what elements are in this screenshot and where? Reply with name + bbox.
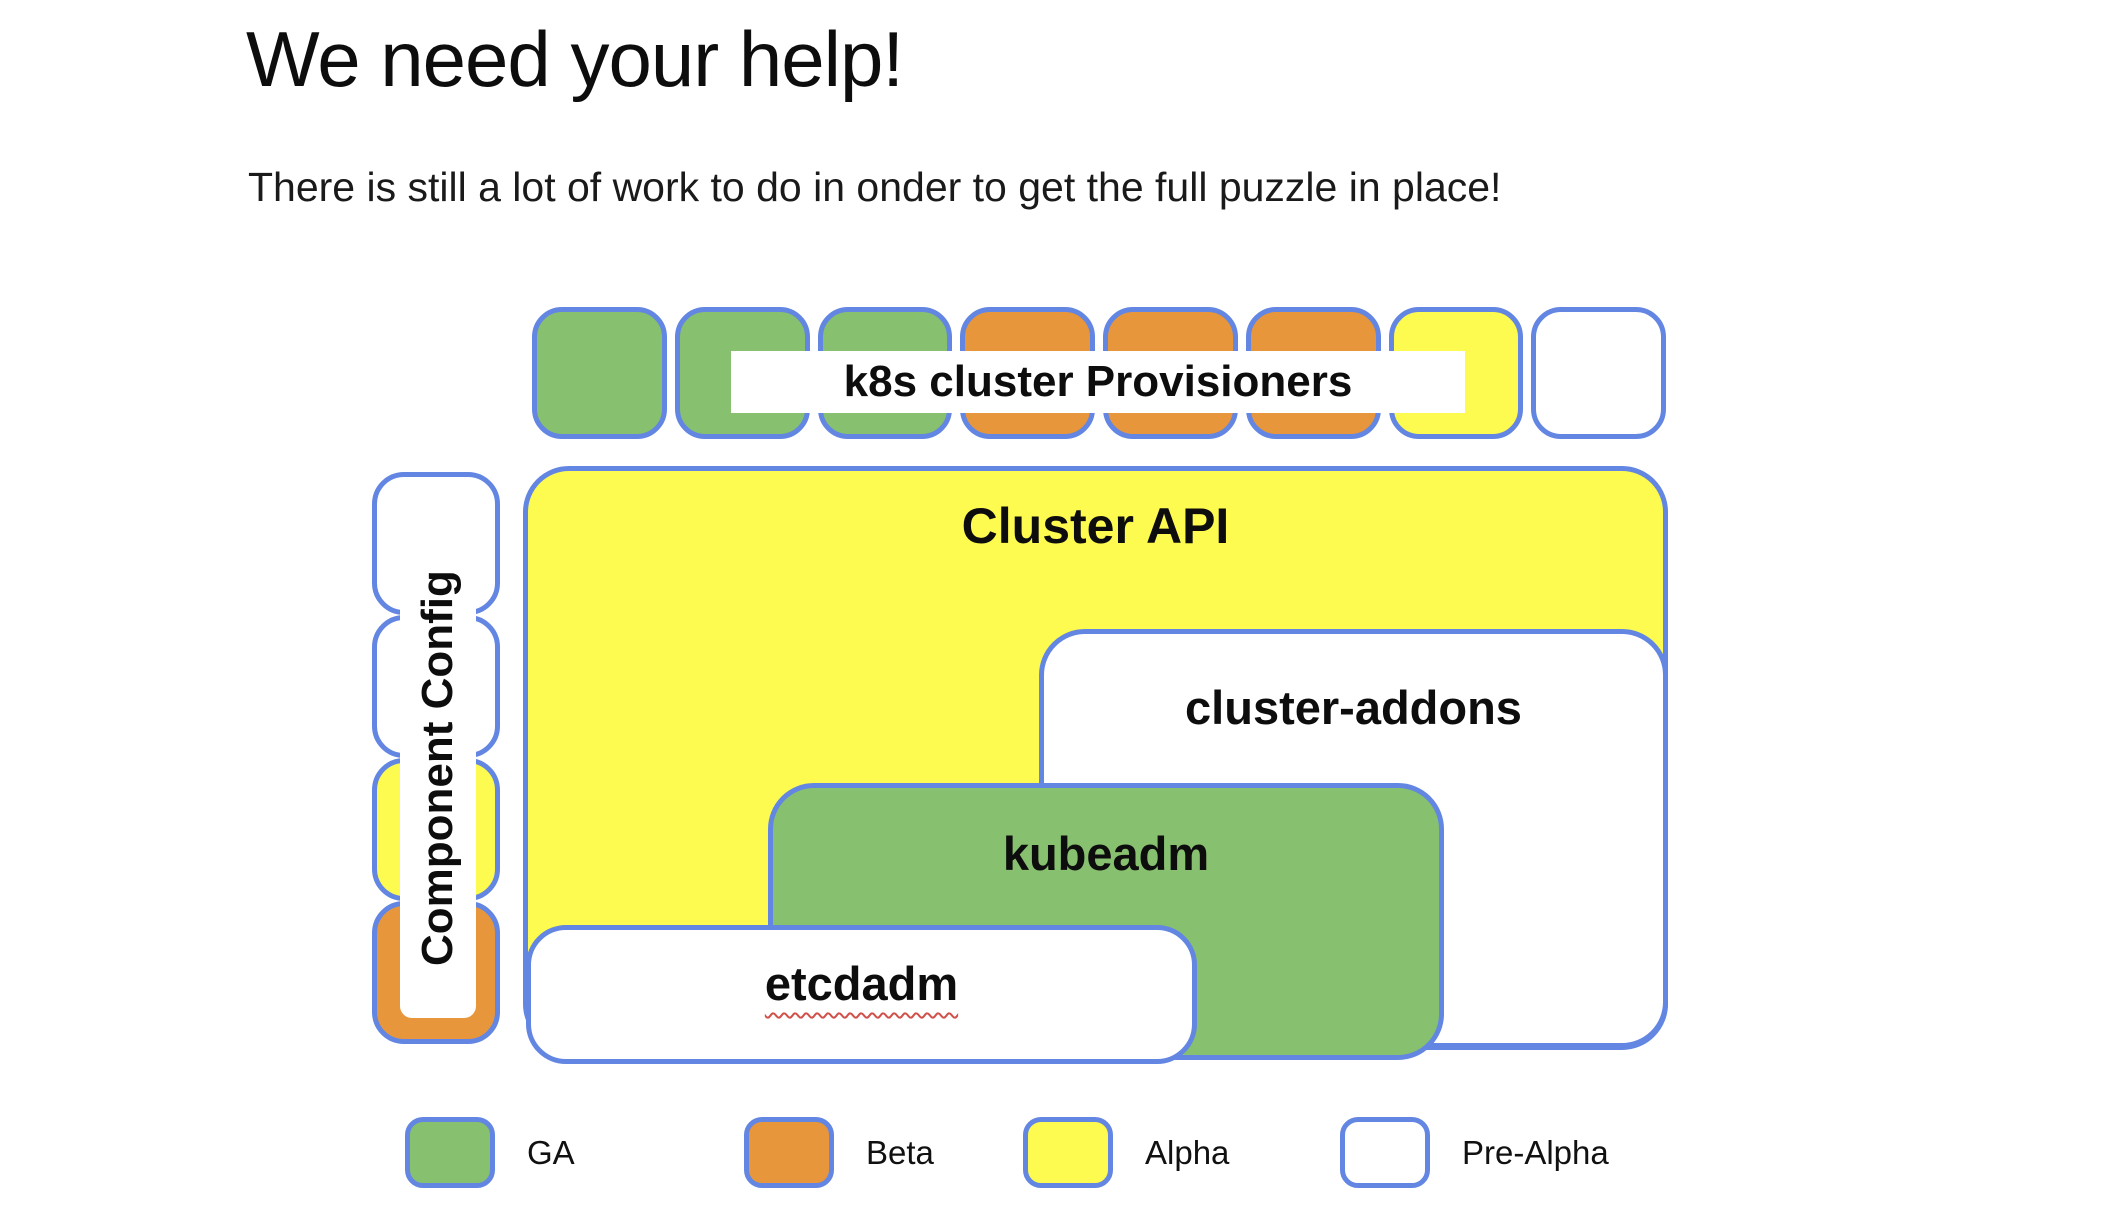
- legend-swatch-alpha: [1023, 1117, 1113, 1188]
- legend-swatch-prealpha: [1340, 1117, 1430, 1188]
- legend-item-beta: Beta: [744, 1117, 934, 1188]
- provisioners-label: k8s cluster Provisioners: [731, 351, 1465, 413]
- legend-swatch-ga: [405, 1117, 495, 1188]
- legend-label-ga: GA: [527, 1133, 575, 1171]
- provisioner-piece-prealpha: [1531, 307, 1666, 439]
- etcdadm-label: etcdadm: [764, 957, 959, 1010]
- legend-label-alpha: Alpha: [1145, 1133, 1230, 1171]
- component-config-label: Component Config: [400, 518, 476, 1018]
- legend-item-prealpha: Pre-Alpha: [1340, 1117, 1609, 1188]
- legend-label-beta: Beta: [866, 1133, 934, 1171]
- cluster-addons-label: cluster-addons: [1185, 681, 1522, 734]
- legend-label-prealpha: Pre-Alpha: [1462, 1133, 1609, 1171]
- page-subtitle: There is still a lot of work to do in on…: [248, 164, 1502, 210]
- kubeadm-label: kubeadm: [1002, 827, 1210, 880]
- provisioner-piece-ga-1: [532, 307, 667, 439]
- legend-item-alpha: Alpha: [1023, 1117, 1229, 1188]
- cluster-api-label: Cluster API: [961, 498, 1230, 554]
- legend-item-ga: GA: [405, 1117, 575, 1188]
- etcdadm-box: etcdadm: [526, 925, 1197, 1064]
- legend-swatch-beta: [744, 1117, 834, 1188]
- page-title: We need your help!: [246, 15, 904, 103]
